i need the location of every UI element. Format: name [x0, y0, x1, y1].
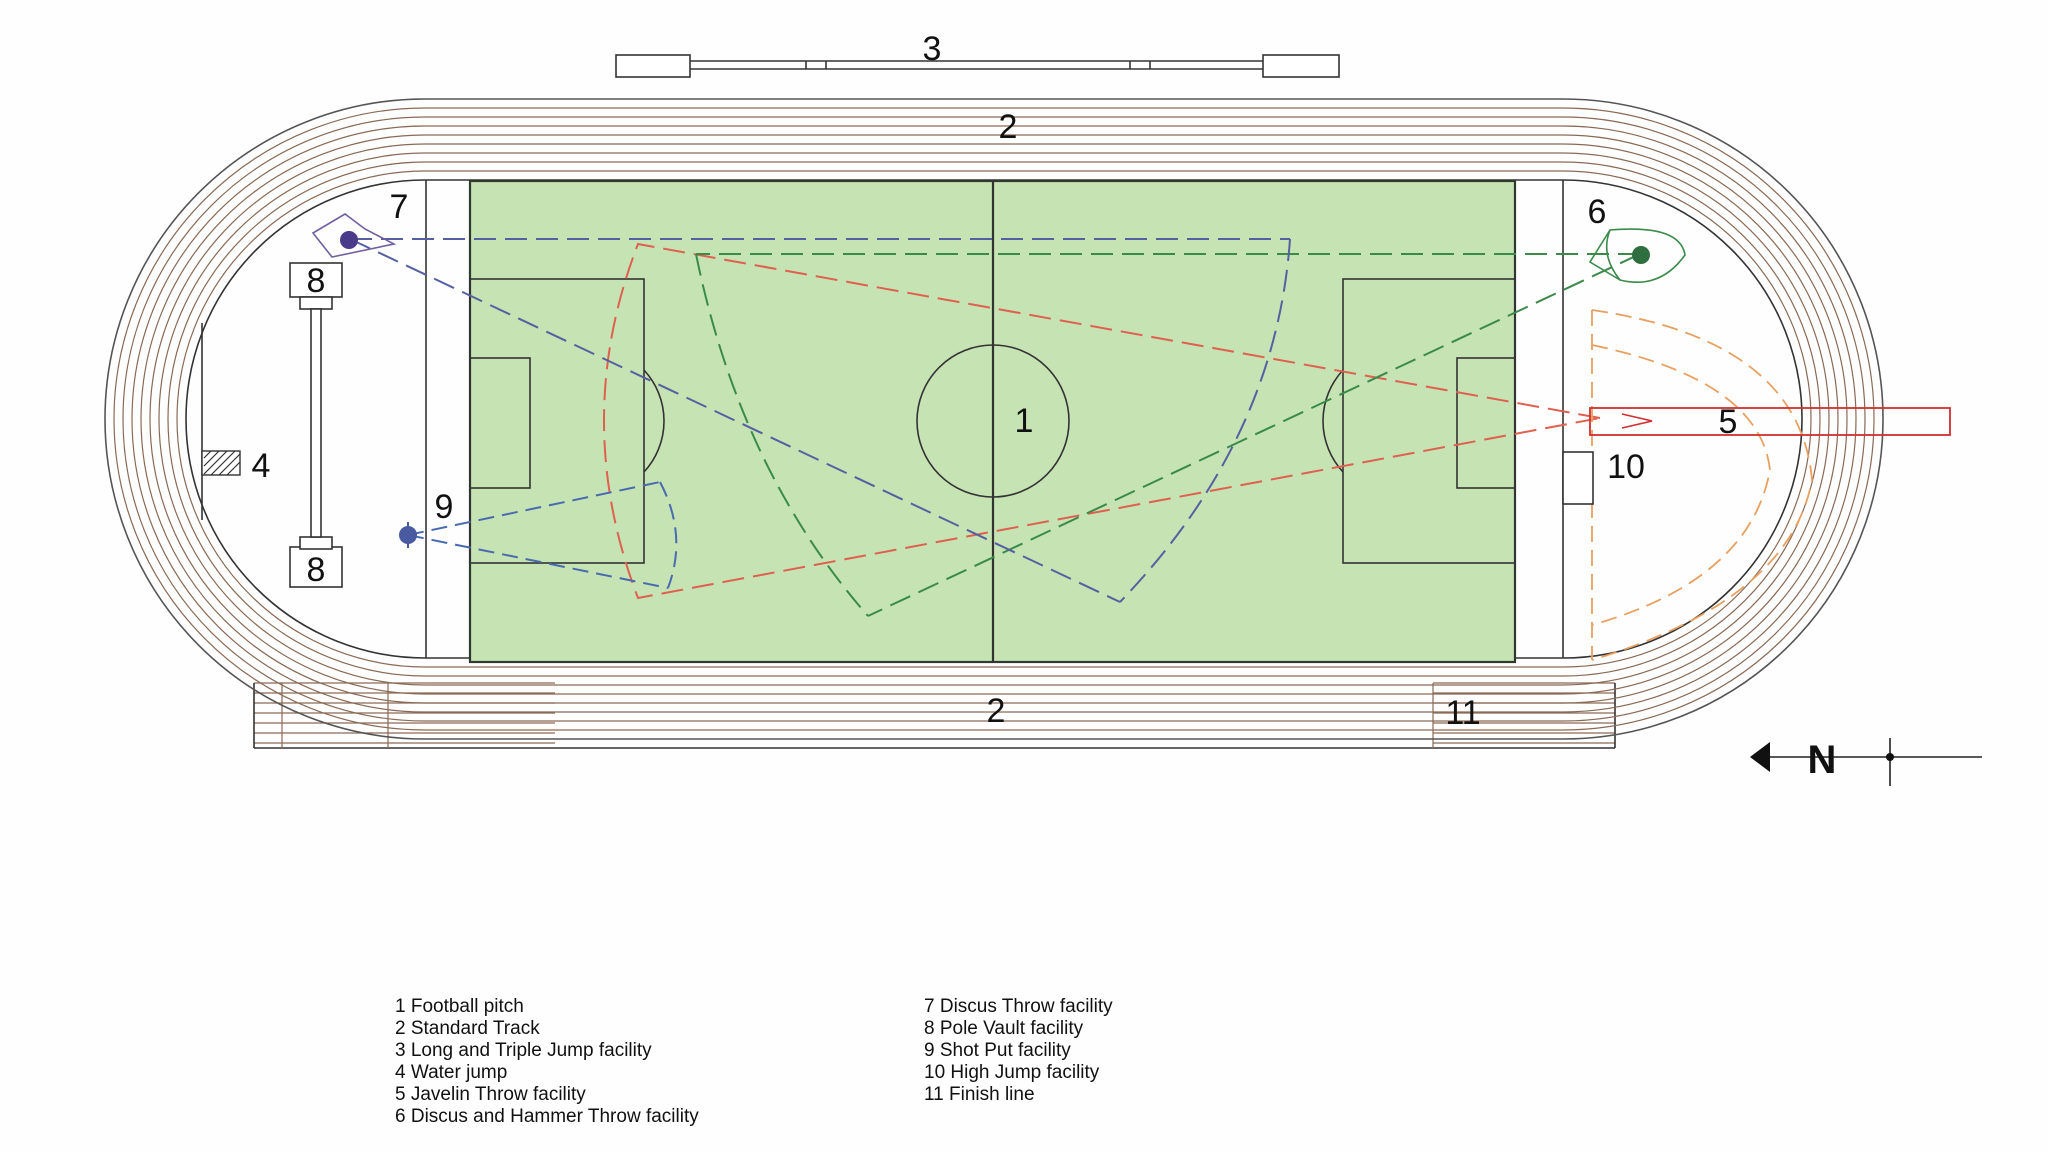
track-lane — [113, 107, 1875, 731]
marker-8-bottom: 8 — [307, 551, 326, 589]
pole-vault-runway — [289, 262, 343, 588]
marker-1: 1 — [1015, 402, 1034, 440]
discus-cage — [311, 213, 397, 258]
discus-sector — [349, 238, 1291, 603]
track-lane — [122, 116, 1866, 722]
marker-2-bottom: 2 — [987, 692, 1006, 730]
marker-11: 11 — [1445, 694, 1480, 732]
legend-item: 7 Discus Throw facility — [924, 996, 1113, 1017]
track-lane — [104, 98, 1884, 740]
legend-item: 11 Finish line — [924, 1084, 1035, 1105]
marker-4: 4 — [252, 447, 271, 485]
long-triple-jump-facility — [615, 54, 1340, 78]
infield-lines — [201, 180, 1564, 658]
marker-2-top: 2 — [999, 108, 1018, 146]
shot-put-circle — [399, 522, 417, 548]
marker-3: 3 — [923, 30, 942, 68]
marker-5: 5 — [1719, 403, 1738, 441]
legend-left-column: 1 Football pitch 2 Standard Track 3 Long… — [395, 996, 699, 1128]
track-lane — [149, 143, 1839, 695]
football-pitch — [468, 179, 1517, 664]
north-label: N — [1808, 738, 1837, 782]
track-lane — [131, 125, 1857, 713]
shot-put-sector — [407, 481, 678, 589]
legend-item: 3 Long and Triple Jump facility — [395, 1040, 652, 1061]
standard-track — [104, 98, 1884, 740]
legend-item: 5 Javelin Throw facility — [395, 1084, 586, 1105]
high-jump-landing — [1562, 451, 1594, 505]
legend-item: 9 Shot Put facility — [924, 1040, 1071, 1061]
north-arrow-icon — [1750, 738, 1982, 786]
track-straight-extensions — [253, 682, 1616, 749]
javelin-sector — [603, 242, 1601, 600]
discus-hammer-cage — [1588, 228, 1686, 284]
legend-item: 4 Water jump — [395, 1062, 508, 1083]
track-lane — [158, 152, 1830, 686]
legend-item: 2 Standard Track — [395, 1018, 540, 1039]
marker-7: 7 — [390, 188, 409, 226]
water-jump — [201, 450, 241, 476]
legend-item: 10 High Jump facility — [924, 1062, 1100, 1083]
javelin-runway — [1589, 407, 1951, 436]
marker-6: 6 — [1588, 193, 1607, 231]
legend-item: 6 Discus and Hammer Throw facility — [395, 1106, 699, 1127]
track-lane — [140, 134, 1848, 704]
marker-10: 10 — [1607, 448, 1645, 486]
legend-item: 1 Football pitch — [395, 996, 524, 1017]
track-lane — [167, 161, 1821, 677]
track-lane — [176, 170, 1812, 668]
marker-8-top: 8 — [307, 262, 326, 300]
legend-item: 8 Pole Vault facility — [924, 1018, 1084, 1039]
marker-9: 9 — [435, 488, 454, 526]
legend-right-column: 7 Discus Throw facility 8 Pole Vault fac… — [924, 996, 1113, 1106]
discus-hammer-sector — [695, 253, 1641, 617]
